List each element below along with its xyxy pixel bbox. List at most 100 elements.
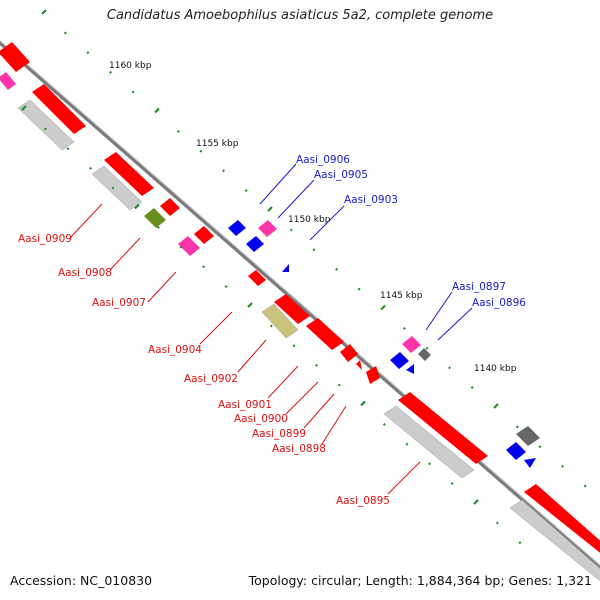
gene-block-red [306,318,344,350]
scale-tick-minor [402,326,406,330]
gene-block-gray [383,405,475,479]
scale-tick-minor [269,324,273,328]
gene-block-blue [246,236,264,252]
scale-tick-minor [109,70,113,74]
callout-line [309,205,345,241]
scale-tick-minor [315,363,319,367]
scale-tick-minor [89,166,93,170]
gene-label: Aasi_0899 [252,428,306,440]
callout-line [69,203,103,239]
scale-tick-minor [425,346,429,350]
scale-tick-minor [518,541,522,545]
gene-label: Aasi_0895 [336,495,390,507]
gene-label: Aasi_0904 [148,344,202,356]
scale-tick-minor [199,149,203,153]
gene-label: Aasi_0901 [218,399,272,411]
callout-line [303,393,335,429]
scale-tick-minor [561,464,565,468]
scale-tick-minor [222,169,226,173]
scale-dots [21,9,587,545]
gene-block-khaki [261,303,299,339]
scale-tick-minor [179,245,183,249]
gene-block-darkgray [418,348,431,361]
scale-tick-minor [495,521,499,525]
gene-block-red [160,198,180,216]
gene-block-red [274,294,310,324]
gene-label: Aasi_0896 [472,297,526,309]
callout-line [147,271,177,303]
scale-tick-minor [470,386,474,390]
gene-block-red [104,152,154,196]
scale-tick-minor [289,228,293,232]
callout-line [387,461,421,495]
gene-block-blue [390,352,409,369]
gene-block-red [0,42,30,72]
genome-backbone [0,40,600,570]
scale-tick-major [380,304,386,311]
gene-arrow-blue [524,458,536,468]
gene-block-red [524,484,600,553]
gene-label: Aasi_0909 [18,233,72,245]
gene-arrow-blue [406,364,414,374]
scale-tick-major [154,107,160,114]
scale-tick-major [21,105,27,111]
callout-line [437,307,473,341]
gene-block-blue [228,220,246,236]
gene-label: Aasi_0905 [314,169,368,181]
scale-tick-major [41,9,47,15]
genome-backbone-highlight [0,40,600,566]
scale-tick-minor [131,90,135,94]
gene-block-gray [17,99,75,151]
gene-block-olive [144,208,166,228]
scale-tick-minor [450,482,454,486]
scale-tick-major [360,400,366,407]
callout-line [285,381,319,415]
scale-tick-minor [448,366,452,370]
gene-label: Aasi_0908 [58,267,112,279]
callout-line [259,163,297,205]
scale-tick-major [247,302,253,308]
scale-tick-minor [202,265,206,269]
gene-label: Aasi_0900 [234,413,288,425]
scale-tick-minor [176,129,180,133]
gene-block-red [32,84,86,134]
scale-tick-minor [583,484,587,488]
scale-tick-minor [292,344,296,348]
scale-tick-major [267,206,273,212]
gene-block-pink [402,336,421,353]
gene-label: Aasi_0903 [344,194,398,206]
gene-block-gray [91,165,143,211]
scale-tick-major [134,203,140,210]
callout-line [199,311,233,345]
gene-block-red [248,270,266,286]
scale-tick-major [493,403,499,409]
gene-block-darkgray [516,426,540,446]
scale-tick-label: 1150 kbp [288,215,331,225]
gene-arrow-red [356,360,362,370]
gene-label: Aasi_0902 [184,373,238,385]
scale-tick-minor [86,51,90,55]
scale-tick-minor [335,267,339,271]
scale-tick-minor [357,287,361,291]
scale-tick-minor [538,445,542,449]
callout-line [425,291,453,331]
gene-label: Aasi_0898 [272,443,326,455]
scale-tick-label: 1145 kbp [380,291,423,301]
scale-tick-minor [382,422,386,426]
gene-block-red [398,392,488,464]
scale-tick-label: 1155 kbp [196,139,239,149]
callout-line [277,179,315,219]
callout-line [321,405,347,445]
scale-tick-minor [66,147,70,151]
scale-tick-minor [111,186,115,190]
genome-title: Candidatus Amoebophilus asiaticus 5a2, c… [106,8,494,23]
gene-arrow-blue [282,264,289,272]
gene-label: Aasi_0897 [452,281,506,293]
scale-tick-minor [63,31,67,35]
scale-tick-minor [156,225,160,229]
scale-tick-label: 1160 kbp [109,61,152,71]
scale-tick-minor [224,285,228,289]
gene-block-pink [258,220,277,237]
